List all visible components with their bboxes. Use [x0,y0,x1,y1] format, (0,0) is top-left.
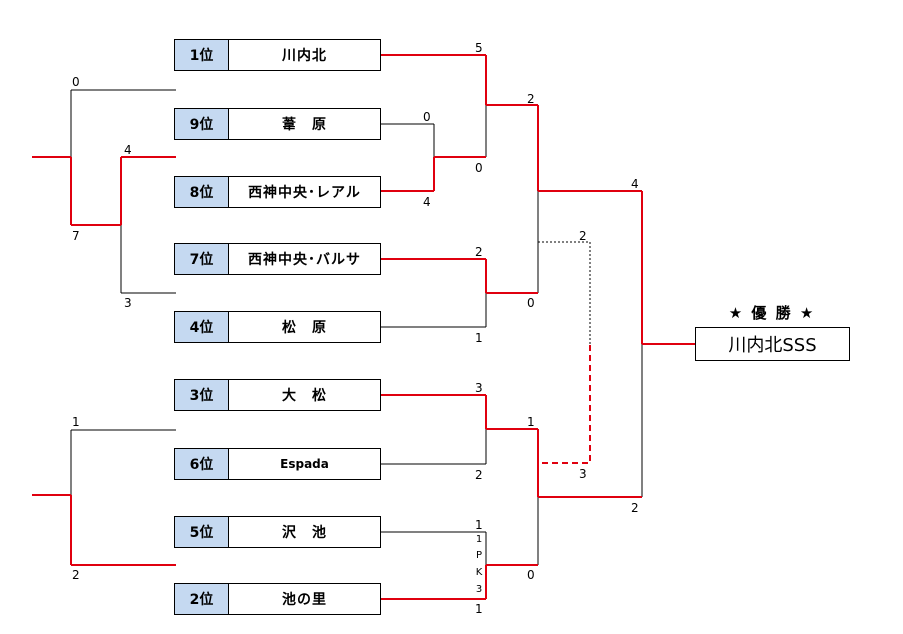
team-row: 6位 Espada [174,448,381,480]
team-rank: 2位 [175,584,229,614]
team-row: 2位 池の里 [174,583,381,615]
team-name: 川内北 [282,48,327,64]
score-label: 0 [423,110,431,124]
team-rank: 9位 [175,109,229,139]
score-label: 2 [631,501,639,515]
team-row: 7位 西神中央･バルサ [174,243,381,275]
pk-label: K [475,567,483,578]
team-row: 4位 松 原 [174,311,381,343]
score-label: 4 [124,143,132,157]
team-name: Espada [280,457,329,471]
team-name: 大 松 [282,388,327,404]
score-label: 0 [475,161,483,175]
bracket-line [538,241,591,345]
score-label: 4 [423,195,431,209]
score-label: 2 [475,468,483,482]
team-row: 5位 沢 池 [174,516,381,548]
score-label: 0 [72,75,80,89]
score-label: 1 [475,602,483,616]
score-label: 2 [475,245,483,259]
champion-box: 川内北SSS [695,327,850,361]
score-label: 4 [631,177,639,191]
team-name: 西神中央･レアル [248,185,361,201]
team-rank: 8位 [175,177,229,207]
score-label: 0 [527,296,535,310]
score-label: 1 [475,518,483,532]
team-rank: 3位 [175,380,229,410]
team-rank: 5位 [175,517,229,547]
team-row: 8位 西神中央･レアル [174,176,381,208]
score-label: 1 [72,415,80,429]
winner-line [538,345,591,464]
score-label: 2 [72,568,80,582]
team-name: 西神中央･バルサ [248,252,361,268]
score-label: 2 [527,92,535,106]
team-row: 1位 川内北 [174,39,381,71]
score-label: 7 [72,229,80,243]
pk-label: 3 [475,584,483,595]
pk-label: P [475,550,483,561]
team-rank: 6位 [175,449,229,479]
score-label: 2 [579,229,587,243]
team-name: 沢 池 [282,525,327,541]
score-label: 3 [475,381,483,395]
team-name: 松 原 [282,320,327,336]
team-name: 葦 原 [282,117,327,133]
score-label: 1 [475,331,483,345]
score-label: 3 [579,467,587,481]
team-rank: 1位 [175,40,229,70]
team-rank: 7位 [175,244,229,274]
score-label: 0 [527,568,535,582]
pk-label: 1 [475,534,483,545]
team-row: 9位 葦 原 [174,108,381,140]
team-name: 池の里 [282,592,327,608]
team-rank: 4位 [175,312,229,342]
score-label: 5 [475,41,483,55]
score-label: 3 [124,296,132,310]
team-row: 3位 大 松 [174,379,381,411]
score-label: 1 [527,415,535,429]
champion-title: ★ 優 勝 ★ [728,304,816,322]
